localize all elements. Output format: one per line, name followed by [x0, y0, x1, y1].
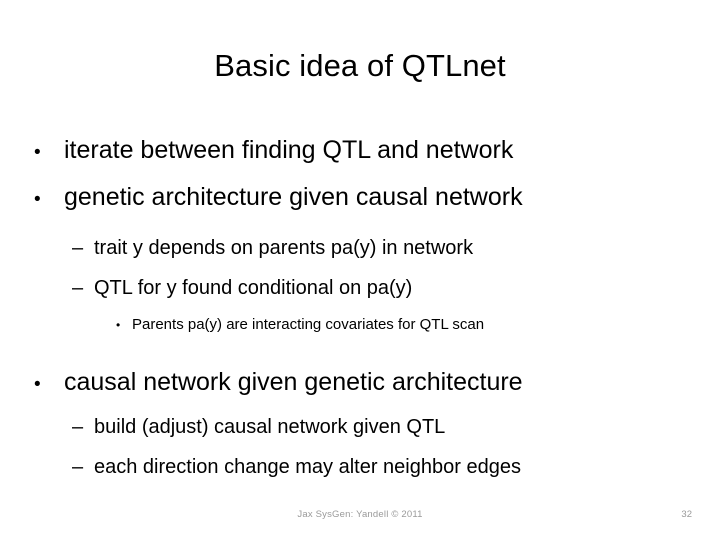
bullet-marker-level1: •	[34, 374, 41, 395]
list-item-label: trait y depends on parents pa(y) in netw…	[94, 237, 474, 259]
list-item-label: Parents pa(y) are interacting covariates…	[132, 316, 485, 333]
list-item: • Parents pa(y) are interacting covariat…	[0, 308, 720, 342]
bullet-marker-level2: –	[72, 456, 84, 478]
bullet-marker-level1: •	[34, 142, 41, 163]
list-item: – each direction change may alter neighb…	[0, 447, 720, 487]
bullet-marker-level2: –	[72, 237, 84, 259]
list-item-label: QTL for y found conditional on pa(y)	[94, 277, 413, 299]
list-item-label: causal network given genetic architectur…	[64, 368, 523, 396]
slide-body: • iterate between finding QTL and networ…	[0, 128, 720, 487]
list-item-label: each direction change may alter neighbor…	[94, 456, 521, 478]
footer-attribution: Jax SysGen: Yandell © 2011	[297, 509, 423, 520]
bullet-marker-level1: •	[34, 189, 41, 210]
list-item: • causal network given genetic architect…	[0, 360, 720, 407]
bullet-marker-level3: •	[116, 318, 121, 332]
bullet-marker-level2: –	[72, 416, 84, 438]
spacer	[0, 342, 720, 360]
list-item: • genetic architecture given causal netw…	[0, 175, 720, 222]
page-title: Basic idea of QTLnet	[214, 48, 506, 83]
list-item: – build (adjust) causal network given QT…	[0, 407, 720, 447]
list-item-label: genetic architecture given causal networ…	[64, 183, 523, 211]
list-item: – QTL for y found conditional on pa(y)	[0, 268, 720, 308]
list-item: – trait y depends on parents pa(y) in ne…	[0, 228, 720, 268]
bullet-marker-level2: –	[72, 277, 84, 299]
list-item-label: build (adjust) causal network given QTL	[94, 416, 446, 438]
slide-number: 32	[681, 509, 692, 520]
list-item-label: iterate between finding QTL and network	[64, 136, 514, 164]
list-item: • iterate between finding QTL and networ…	[0, 128, 720, 175]
